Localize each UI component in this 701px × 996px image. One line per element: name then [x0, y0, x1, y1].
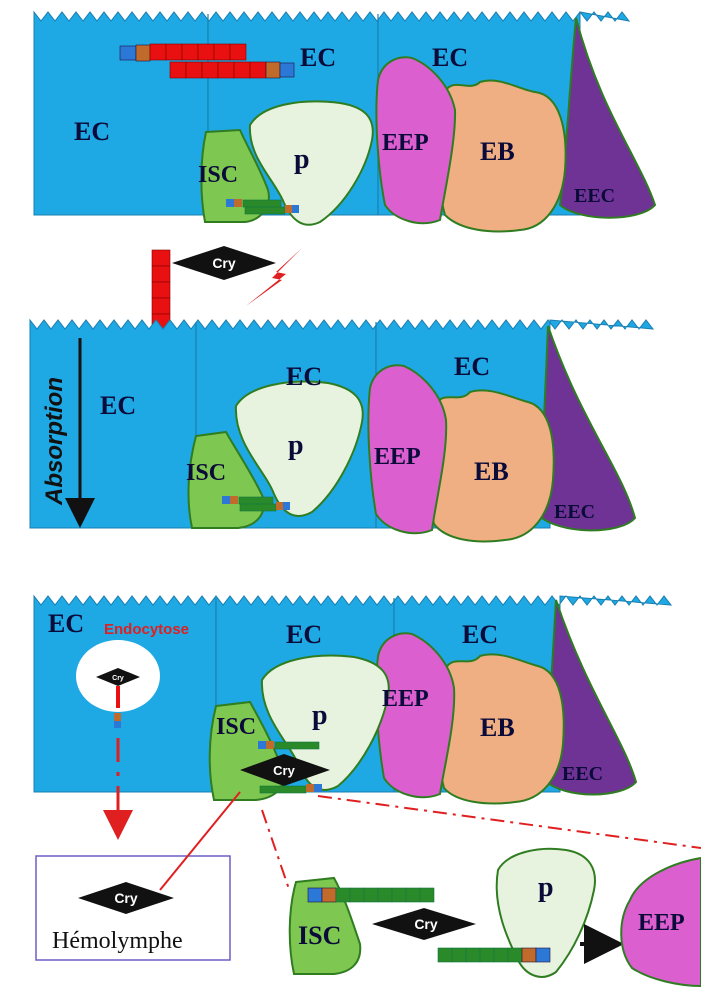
panel-1: EC EC EC p ISC EEP EB EEC: [34, 12, 655, 231]
cry-label-zoom: Cry: [414, 916, 438, 932]
label-eb-1: EB: [480, 137, 515, 166]
label-p-zoom: p: [538, 872, 554, 903]
label-isc-2: ISC: [186, 460, 226, 486]
label-ec-right-3: EC: [462, 620, 498, 649]
hemolymphe-label: Hémolymphe: [52, 928, 183, 954]
cry-label-isc-3: Cry: [273, 763, 295, 778]
hemolymph-box: Cry Hémolymphe: [36, 856, 230, 960]
label-isc-1: ISC: [198, 162, 238, 188]
endocytose-vesicle: Cry: [76, 640, 160, 712]
receptor-chain-isc-3a: [258, 741, 319, 749]
cry-label-hemolymph: Cry: [114, 890, 138, 906]
panel-3: Cry Cry Endocytose EC EC EC p ISC EEP EB…: [34, 596, 671, 803]
label-isc-zoom: ISC: [298, 921, 341, 950]
label-p-1: p: [294, 144, 310, 175]
label-eep-2: EEP: [374, 444, 421, 470]
cry-label-vesicle: Cry: [112, 675, 124, 682]
zoom-inset: Cry ISC p EEP: [290, 849, 701, 986]
label-ec-right-2: EC: [454, 352, 490, 381]
endocytose-label: Endocytose: [104, 621, 189, 638]
label-eep-1: EEP: [382, 130, 429, 156]
label-eep-3: EEP: [382, 686, 429, 712]
cry-label-1: Cry: [212, 255, 236, 271]
label-ec-left-2: EC: [100, 391, 136, 420]
eec-cell-2: [538, 326, 635, 530]
cry-toxin-zoom: Cry: [372, 908, 476, 940]
label-ec-left-3: EC: [48, 609, 84, 638]
absorption-label: Absorption: [41, 377, 68, 506]
receptor-chain-zoom-bottom: [438, 948, 550, 962]
receptor-chain-zoom-top: [308, 888, 434, 902]
label-isc-3: ISC: [216, 714, 256, 740]
label-ec-right-1: EC: [432, 43, 468, 72]
label-eep-zoom: EEP: [638, 910, 685, 936]
label-eec-3: EEC: [562, 763, 603, 785]
cry-toxin-1: Cry: [172, 246, 276, 280]
label-eb-3: EB: [480, 713, 515, 742]
panel-2: Absorption EC EC EC p ISC EEP EB EEC: [30, 320, 653, 541]
label-p-3: p: [312, 700, 328, 731]
label-eec-2: EEC: [554, 501, 595, 523]
label-ec-mid-1: EC: [300, 43, 336, 72]
label-ec-mid-2: EC: [286, 362, 322, 391]
label-p-2: p: [288, 430, 304, 461]
label-eb-2: EB: [474, 457, 509, 486]
zoom-callout-lines: [262, 796, 701, 892]
label-eec-1: EEC: [574, 185, 615, 207]
label-ec-mid-3: EC: [286, 620, 322, 649]
label-ec-left-1: EC: [74, 117, 110, 146]
